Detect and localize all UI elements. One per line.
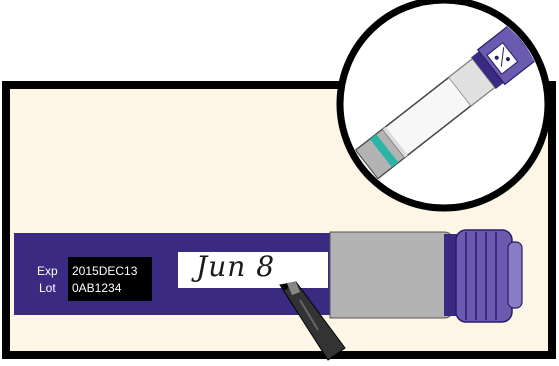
write-area <box>178 252 328 288</box>
pen-icon <box>14 229 523 323</box>
marker-icon <box>279 281 346 361</box>
exp-value: 2015DEC13 <box>72 264 138 278</box>
pen-cap <box>455 229 523 323</box>
lot-label: Lot <box>39 281 56 295</box>
pen-grey-section <box>329 231 453 319</box>
lot-value: 0AB1234 <box>72 281 122 295</box>
handwritten-date: Jun 8 <box>196 250 276 283</box>
magnifier-inset-icon <box>336 0 552 212</box>
exp-label: Exp <box>37 264 58 278</box>
expiry-lot-box <box>68 257 152 301</box>
